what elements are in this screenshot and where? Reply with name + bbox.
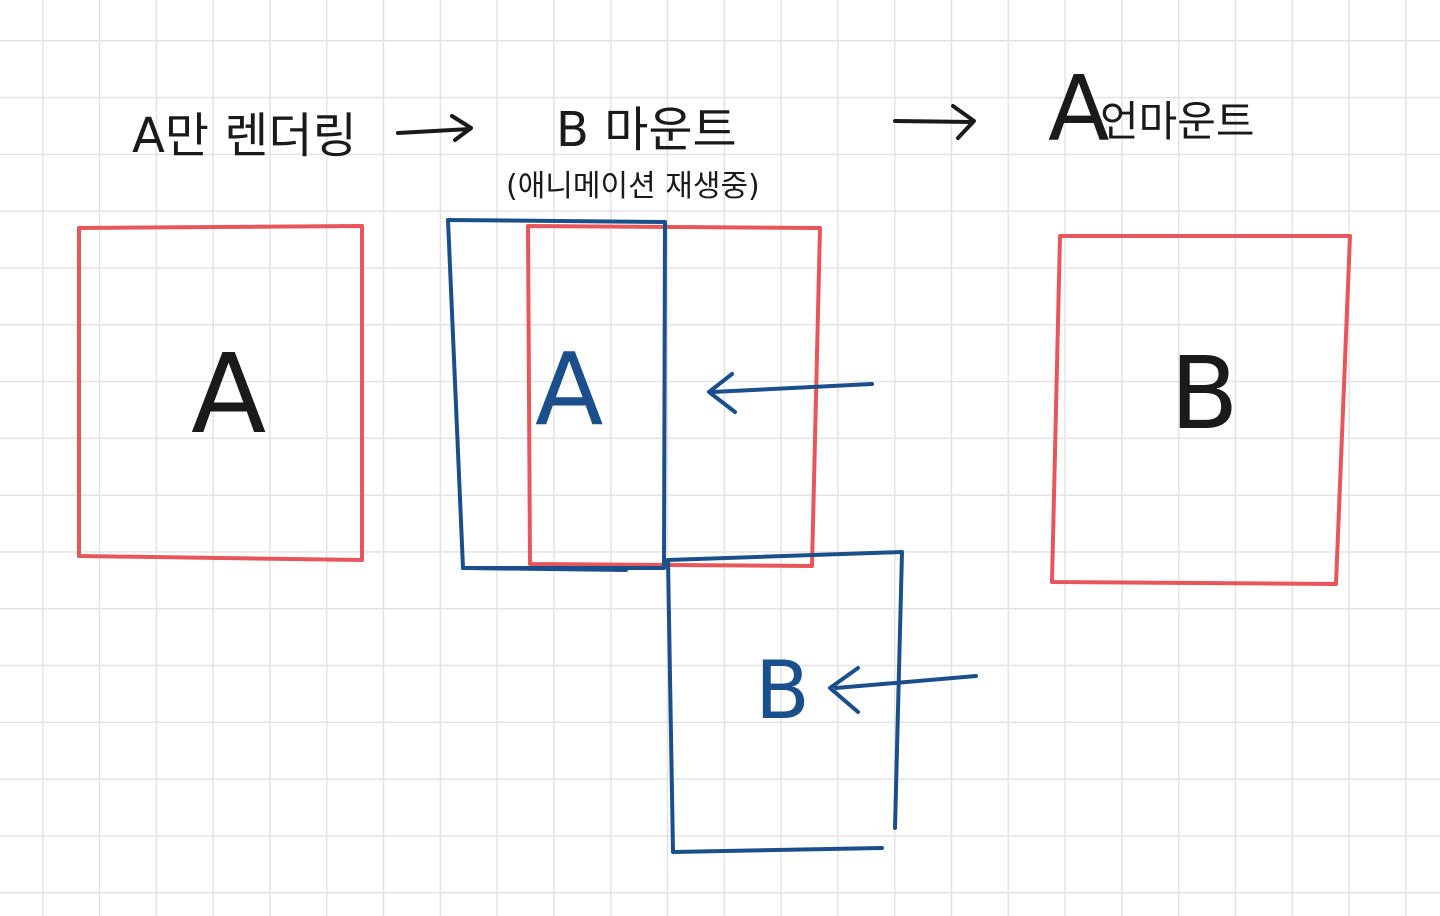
arrow-right-icon [893, 104, 976, 140]
step2-page-a-box [446, 218, 667, 570]
step2-subtitle: (애니메이션 재생중) [506, 169, 760, 204]
step3-title-prefix: A [1048, 57, 1110, 162]
step2-page-a-label: A [535, 331, 603, 448]
arrow-left-icon [828, 666, 978, 714]
step3-box-label: B [1170, 335, 1239, 452]
step2-page-b-label: B [755, 644, 810, 737]
step2-page-b-box [666, 550, 904, 830]
step2-viewport-box [526, 224, 822, 568]
step2-page-b-left-bottom [666, 558, 884, 854]
step3-title-suffix: 언마운트 [1100, 97, 1255, 146]
step2-title: B 마운트 [556, 102, 737, 158]
step2-page-a-bottom-extra [461, 566, 628, 572]
step1-viewport-box [77, 224, 364, 562]
step1-box-label: A [191, 330, 266, 458]
arrow-left-icon [707, 372, 874, 414]
arrow-right-icon [396, 114, 473, 142]
step1-title: A만 렌더링 [132, 108, 357, 164]
step3-viewport-box [1050, 234, 1352, 586]
